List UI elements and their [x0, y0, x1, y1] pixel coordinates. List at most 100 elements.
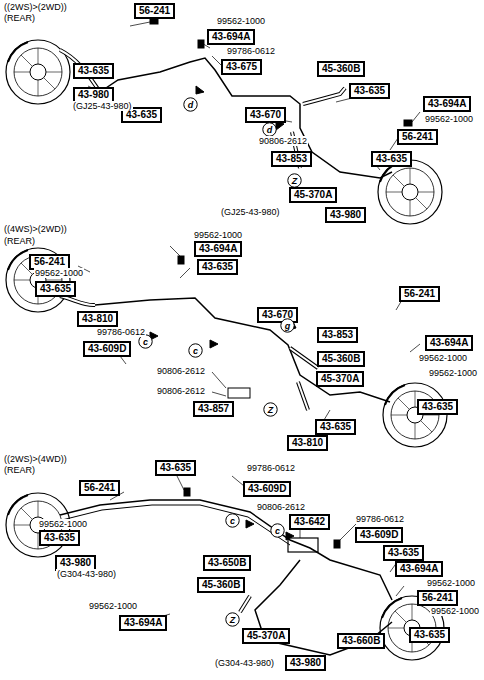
part-number-box: 43-635 [384, 546, 423, 560]
part-number: 43-635 [202, 261, 233, 272]
part-number: 56-241 [422, 592, 453, 603]
callout-letter-text: g [285, 321, 291, 331]
part-number-box: 43-694A [426, 336, 472, 350]
part-number: 43-635 [160, 462, 191, 473]
part-number-box: 43-694A [396, 562, 442, 576]
part-number: 43-670 [250, 109, 281, 120]
part-number-box: 43-609D [244, 482, 290, 496]
part-number-box: 45-370A [290, 188, 336, 202]
callout-letter: Z [287, 173, 302, 188]
part-number-box: 45-360B [198, 578, 244, 592]
callout-circle [271, 524, 284, 537]
part-number: 43-635 [376, 153, 407, 164]
callout-letter: d [183, 97, 198, 112]
part-label: 99562-1000 [418, 353, 468, 363]
part-number: 56-241 [84, 482, 115, 493]
callout-circle [281, 319, 294, 332]
part-number: 43-694A [430, 337, 468, 348]
part-number-box: 43-635 [410, 628, 449, 642]
part-number-box: 43-857 [194, 402, 233, 416]
part-number-box: 43-694A [424, 97, 470, 111]
part-number-box: 45-370A [243, 629, 289, 643]
part-number: 43-635 [40, 283, 71, 294]
part-number: 43-635 [422, 401, 453, 412]
part-number-box: 56-241 [398, 130, 437, 144]
callout-circle [263, 123, 276, 136]
callout-letter-text: Z [292, 176, 298, 186]
part-label: 99562-1000 [38, 519, 88, 529]
part-number-box: 56-241 [30, 255, 69, 269]
part-number: 56-241 [404, 288, 435, 299]
callout-circle [189, 344, 202, 357]
part-number: 43-857 [198, 403, 229, 414]
part-number-box: 43-810 [288, 436, 327, 450]
note-label: (REAR) [3, 465, 36, 475]
callout-letter-text: c [143, 337, 148, 347]
part-number-box: 43-694A [195, 242, 241, 256]
part-number: 43-609D [88, 343, 126, 354]
part-number: 43-635 [388, 547, 419, 558]
part-number: 45-370A [294, 189, 332, 200]
part-number-box: 43-635 [418, 400, 457, 414]
part-number-box: 43-635 [316, 420, 355, 434]
part-number: 43-853 [322, 329, 353, 340]
part-number-box: 43-675 [222, 60, 261, 74]
part-number-box: 43-694A [120, 616, 166, 630]
part-label: 99562-1000 [430, 606, 480, 616]
part-label: 99562-1000 [424, 114, 474, 124]
part-number: 45-370A [321, 373, 359, 384]
brake-backing-plate [378, 160, 442, 224]
part-label: 99786-0612 [96, 327, 146, 337]
note-label: (GJ25-43-980) [72, 101, 133, 111]
part-number-box: 43-635 [40, 531, 79, 545]
part-label: 99562-1000 [216, 16, 266, 26]
part-label: 99562-1000 [193, 230, 243, 240]
note-label: (GJ25-43-980) [220, 207, 281, 217]
callout-letter: Z [225, 612, 240, 627]
part-number: 43-660B [342, 635, 380, 646]
part-number-box: 45-360B [318, 352, 364, 366]
part-label: 90806-2612 [256, 502, 306, 512]
callout-circle [288, 174, 301, 187]
callout-letter: Z [263, 402, 278, 417]
part-number-box: 43-635 [74, 64, 113, 78]
part-label: 99562-1000 [88, 601, 138, 611]
note-label: ((4WS)>(2WD)) [3, 224, 68, 234]
part-number-box: 43-810 [78, 312, 117, 326]
part-number: 43-609D [360, 529, 398, 540]
part-number: 43-650B [208, 557, 246, 568]
part-number-box: 43-660B [338, 634, 384, 648]
part-number-box: 43-609D [84, 342, 130, 356]
part-number: 43-694A [212, 31, 250, 42]
callout-circle [226, 613, 239, 626]
part-number: 56-241 [139, 5, 170, 16]
part-number: 45-360B [322, 353, 360, 364]
part-label: 90806-2612 [156, 386, 206, 396]
part-number: 43-609D [248, 483, 286, 494]
part-number-box: 43-980 [326, 208, 365, 222]
callout-letter: c [270, 523, 285, 538]
part-number-box: 43-609D [356, 528, 402, 542]
callout-letter: c [188, 343, 203, 358]
part-number: 43-980 [78, 89, 109, 100]
part-number-box: 43-642 [290, 515, 329, 529]
part-number-box: 43-635 [372, 152, 411, 166]
part-number: 43-810 [82, 313, 113, 324]
part-number: 56-241 [402, 131, 433, 142]
part-number: 43-635 [354, 85, 385, 96]
part-number: 56-241 [34, 256, 65, 267]
part-number: 43-635 [320, 421, 351, 432]
part-label: 90806-2612 [258, 136, 308, 146]
part-number: 43-980 [330, 209, 361, 220]
part-number-box: 56-241 [400, 287, 439, 301]
part-number-box: 56-241 [135, 4, 174, 18]
part-number: 43-810 [292, 437, 323, 448]
callout-letter: c [225, 513, 240, 528]
part-number: 43-642 [294, 516, 325, 527]
callout-letter-text: d [267, 125, 273, 135]
part-number-box: 56-241 [418, 591, 457, 605]
part-number: 43-980 [60, 557, 91, 568]
note-label: (REAR) [3, 236, 36, 246]
part-number-box: 45-370A [317, 372, 363, 386]
part-number: 43-694A [428, 98, 466, 109]
